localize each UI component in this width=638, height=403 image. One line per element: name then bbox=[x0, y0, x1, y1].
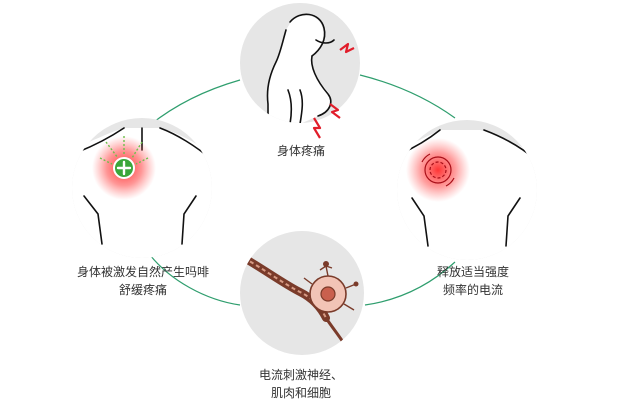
pulse-ring bbox=[429, 161, 447, 179]
cycle-arcs bbox=[149, 74, 456, 306]
pain-spark bbox=[339, 42, 355, 54]
pulse-ring bbox=[424, 156, 452, 184]
step-bottom-caption: 电流刺激神经、 肌肉和细胞 bbox=[246, 366, 356, 402]
step-bottom-line: 电流刺激神经、 bbox=[258, 368, 343, 382]
arc-left-bottom bbox=[149, 254, 241, 306]
arc-top-left bbox=[149, 79, 241, 126]
step-right-line: 释放适当强度 bbox=[436, 265, 509, 279]
arc-right-bottom bbox=[364, 261, 456, 306]
inflow-arrow bbox=[105, 141, 119, 159]
inflow-arrow bbox=[131, 141, 143, 159]
step-left-caption: 身体被激发自然产生吗啡 舒缓疼痛 bbox=[58, 263, 228, 299]
shoulder-plus-icon bbox=[72, 118, 212, 258]
pain-spark bbox=[329, 103, 341, 119]
arc-top-right bbox=[359, 74, 456, 119]
step-left-line: 身体被激发自然产生吗啡 bbox=[76, 265, 209, 279]
shoulder-pulse-icon bbox=[397, 120, 537, 260]
step-bottom-line: 肌肉和细胞 bbox=[270, 386, 331, 400]
step-top-caption: 身体疼痛 bbox=[261, 142, 341, 160]
pain-spark bbox=[312, 117, 322, 139]
step-top-line: 身体疼痛 bbox=[276, 144, 325, 158]
nerve-cell-icon bbox=[240, 231, 364, 355]
step-right-caption: 释放适当强度 频率的电流 bbox=[418, 263, 528, 299]
step-left-line: 舒缓疼痛 bbox=[118, 283, 167, 297]
body-pain-icon bbox=[240, 3, 360, 139]
step-right-line: 频率的电流 bbox=[442, 283, 503, 297]
